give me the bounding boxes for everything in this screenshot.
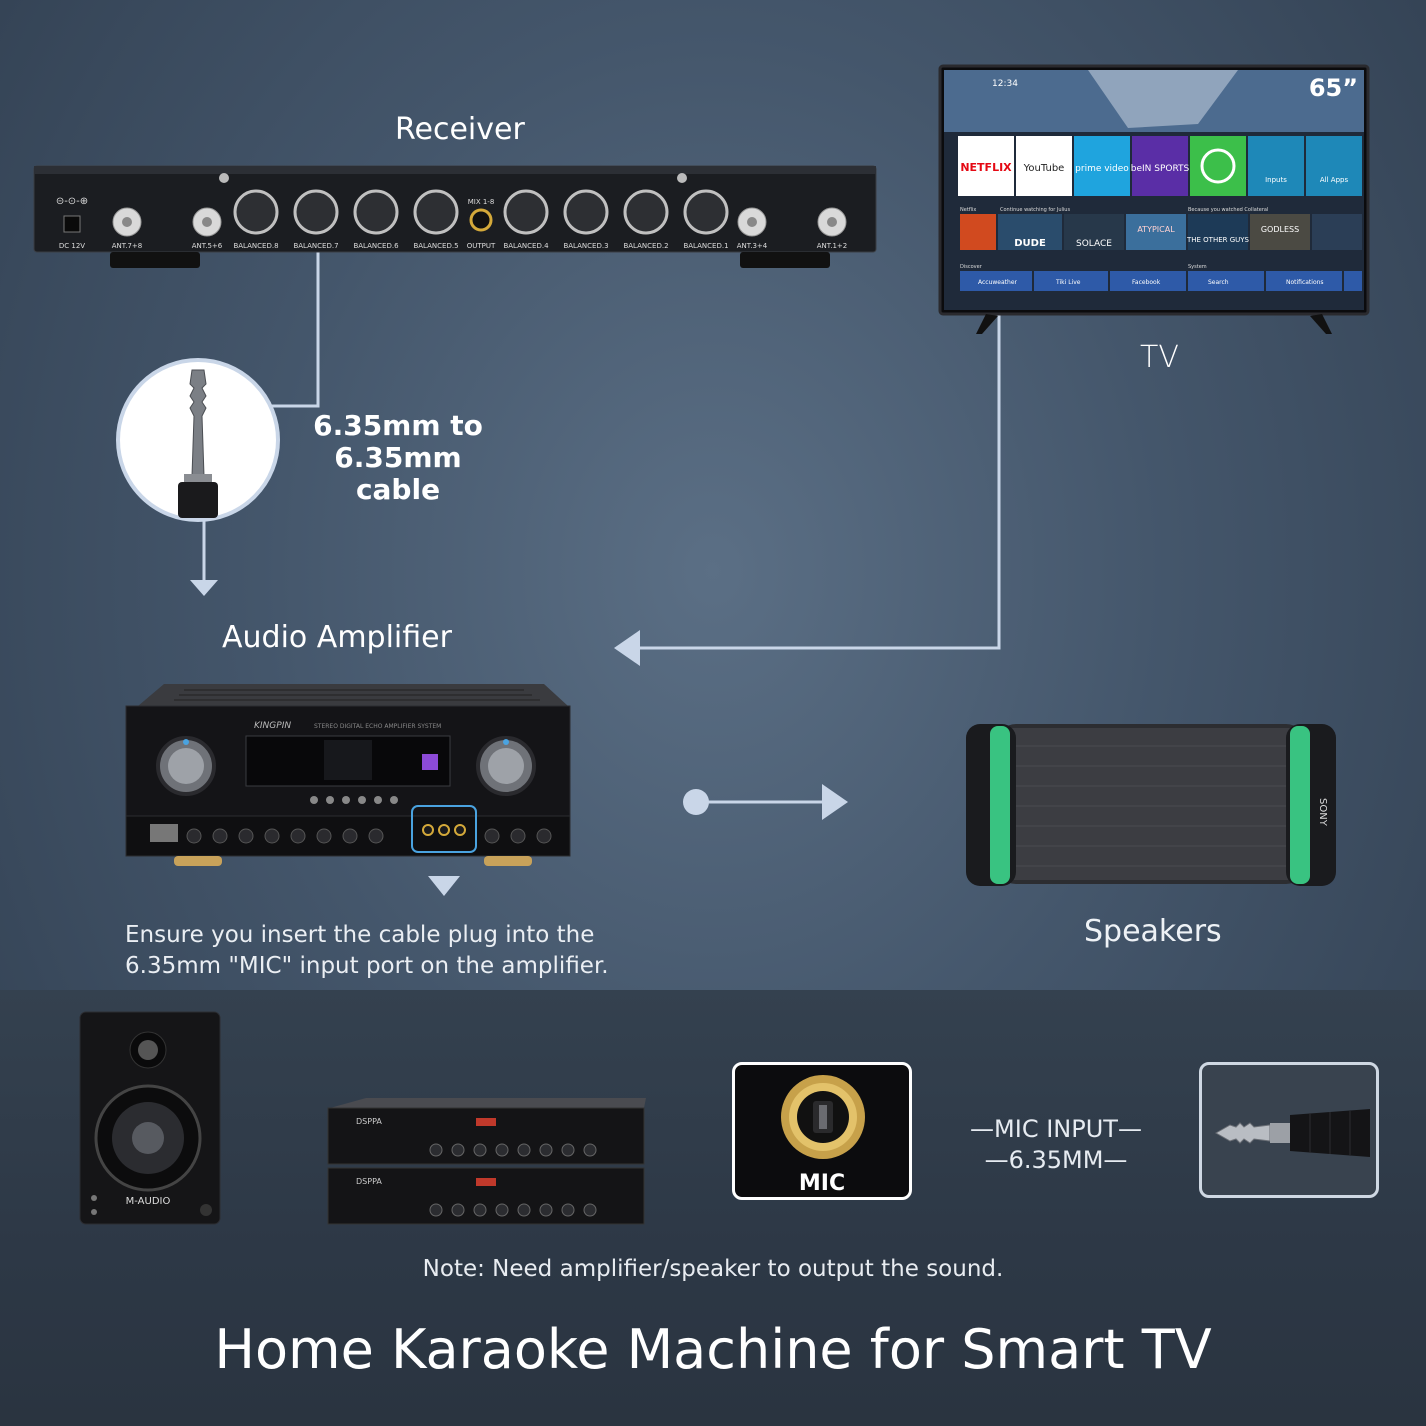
svg-text:Notifications: Notifications	[1286, 279, 1324, 286]
svg-text:KINGPIN: KINGPIN	[254, 721, 291, 731]
svg-text:Search: Search	[1208, 279, 1229, 286]
insert-instruction-line1: Ensure you insert the cable plug into th…	[125, 922, 595, 948]
port-label: BALANCED.3	[563, 242, 608, 250]
svg-text:STEREO DIGITAL ECHO AMPLIFIER: STEREO DIGITAL ECHO AMPLIFIER SYSTEM	[314, 723, 441, 730]
port-label: ANT.1+2	[817, 242, 847, 250]
rack-amplifiers: DSPPA DSPPA	[327, 1098, 646, 1225]
svg-text:GODLESS: GODLESS	[1261, 225, 1299, 234]
svg-text:DSPPA: DSPPA	[356, 1177, 382, 1186]
amplifier-label: Audio Amplifier	[222, 620, 452, 655]
tv-size-label: 65”	[1309, 74, 1358, 102]
svg-text:M-AUDIO: M-AUDIO	[126, 1196, 171, 1207]
svg-text:Accuweather: Accuweather	[978, 279, 1018, 286]
bottom-band	[0, 990, 1426, 1426]
studio-monitor: M-AUDIO	[79, 1011, 221, 1225]
mic-input-spec: —MIC INPUT— —6.35MM—	[968, 1114, 1144, 1176]
receiver-label: Receiver	[395, 112, 525, 147]
svg-text:Discover: Discover	[960, 264, 983, 270]
cable-plug-image	[116, 358, 280, 522]
svg-text:SOLACE: SOLACE	[1076, 239, 1112, 249]
down-arrow-icon	[428, 876, 460, 896]
right-arrow-icon	[822, 784, 848, 820]
tv-label: TV	[1140, 340, 1179, 375]
svg-text:Netflix: Netflix	[960, 207, 976, 213]
svg-text:NETFLIX: NETFLIX	[960, 161, 1012, 174]
port-label: BALANCED.1	[683, 242, 728, 250]
svg-text:System: System	[1188, 264, 1207, 270]
svg-text:Inputs: Inputs	[1265, 176, 1287, 184]
mic-input-line2: —6.35MM—	[984, 1146, 1128, 1174]
port-label: ANT.7+8	[112, 242, 142, 250]
cable-label: 6.35mm to 6.35mm cable	[298, 410, 498, 506]
speaker-brand: SONY	[1317, 798, 1328, 827]
left-arrow-icon	[614, 630, 640, 666]
svg-text:ATYPICAL: ATYPICAL	[1137, 225, 1175, 234]
mic-port-closeup: MIC	[732, 1062, 912, 1200]
page-title: Home Karaoke Machine for Smart TV	[214, 1318, 1212, 1381]
svg-text:⊝-⊙-⊕: ⊝-⊙-⊕	[56, 196, 88, 207]
receiver-to-cable-line	[268, 240, 320, 408]
svg-text:prime video: prime video	[1075, 164, 1129, 174]
cable-label-line2: 6.35mm cable	[334, 441, 462, 506]
svg-text:Because you watched Collateral: Because you watched Collateral	[1188, 207, 1268, 213]
insert-instruction-line2: 6.35mm "MIC" input port on the amplifier…	[125, 953, 609, 979]
down-arrow-icon	[190, 580, 218, 596]
svg-text:All Apps: All Apps	[1320, 176, 1349, 184]
port-label: BALANCED.4	[503, 242, 549, 250]
port-label: ANT.5+6	[192, 242, 223, 250]
smart-tv: 12:34 65” NETFLIX YouTube prime video be…	[938, 64, 1370, 334]
svg-text:DSPPA: DSPPA	[356, 1117, 382, 1126]
plug-closeup	[1199, 1062, 1379, 1198]
amplifier-connector-dot	[683, 789, 709, 815]
plug-icon	[1214, 1109, 1370, 1157]
mic-jack-icon	[781, 1075, 865, 1159]
port-label: OUTPUT	[467, 242, 496, 250]
svg-text:Tiki Live: Tiki Live	[1055, 279, 1081, 286]
port-label: BALANCED.5	[413, 242, 458, 250]
audio-amplifier: KINGPIN STEREO DIGITAL ECHO AMPLIFIER SY…	[125, 684, 571, 866]
portable-speaker: SONY	[966, 724, 1336, 886]
svg-text:YouTube: YouTube	[1023, 163, 1065, 174]
svg-text:beIN SPORTS: beIN SPORTS	[1131, 164, 1190, 174]
port-label: DC 12V	[59, 242, 85, 250]
svg-text:Continue watching for Julius: Continue watching for Julius	[1000, 207, 1070, 213]
svg-text:12:34: 12:34	[992, 79, 1018, 89]
mic-port-label: MIC	[798, 1171, 846, 1196]
port-label: BALANCED.2	[623, 242, 668, 250]
port-label: BALANCED.6	[353, 242, 399, 250]
port-label: BALANCED.8	[233, 242, 278, 250]
svg-text:Facebook: Facebook	[1132, 279, 1161, 286]
output-note: Note: Need amplifier/speaker to output t…	[422, 1256, 1004, 1282]
mic-input-line1: —MIC INPUT—	[970, 1115, 1142, 1143]
port-label: ANT.3+4	[737, 242, 768, 250]
port-label: MIX 1-8	[468, 198, 495, 206]
cable-label-line1: 6.35mm to	[313, 409, 483, 442]
speakers-label: Speakers	[1084, 914, 1222, 949]
receiver-device: ⊝-⊙-⊕ DC 12V ANT.7+8 ANT.5+6 BALANCED.8 …	[33, 165, 877, 268]
mic-input-highlight	[411, 805, 477, 853]
insert-instruction: Ensure you insert the cable plug into th…	[125, 920, 609, 982]
svg-text:DUDE: DUDE	[1014, 238, 1046, 249]
tv-to-amplifier-line	[636, 302, 1001, 650]
svg-text:THE OTHER GUYS: THE OTHER GUYS	[1186, 236, 1250, 244]
port-label: BALANCED.7	[293, 242, 338, 250]
